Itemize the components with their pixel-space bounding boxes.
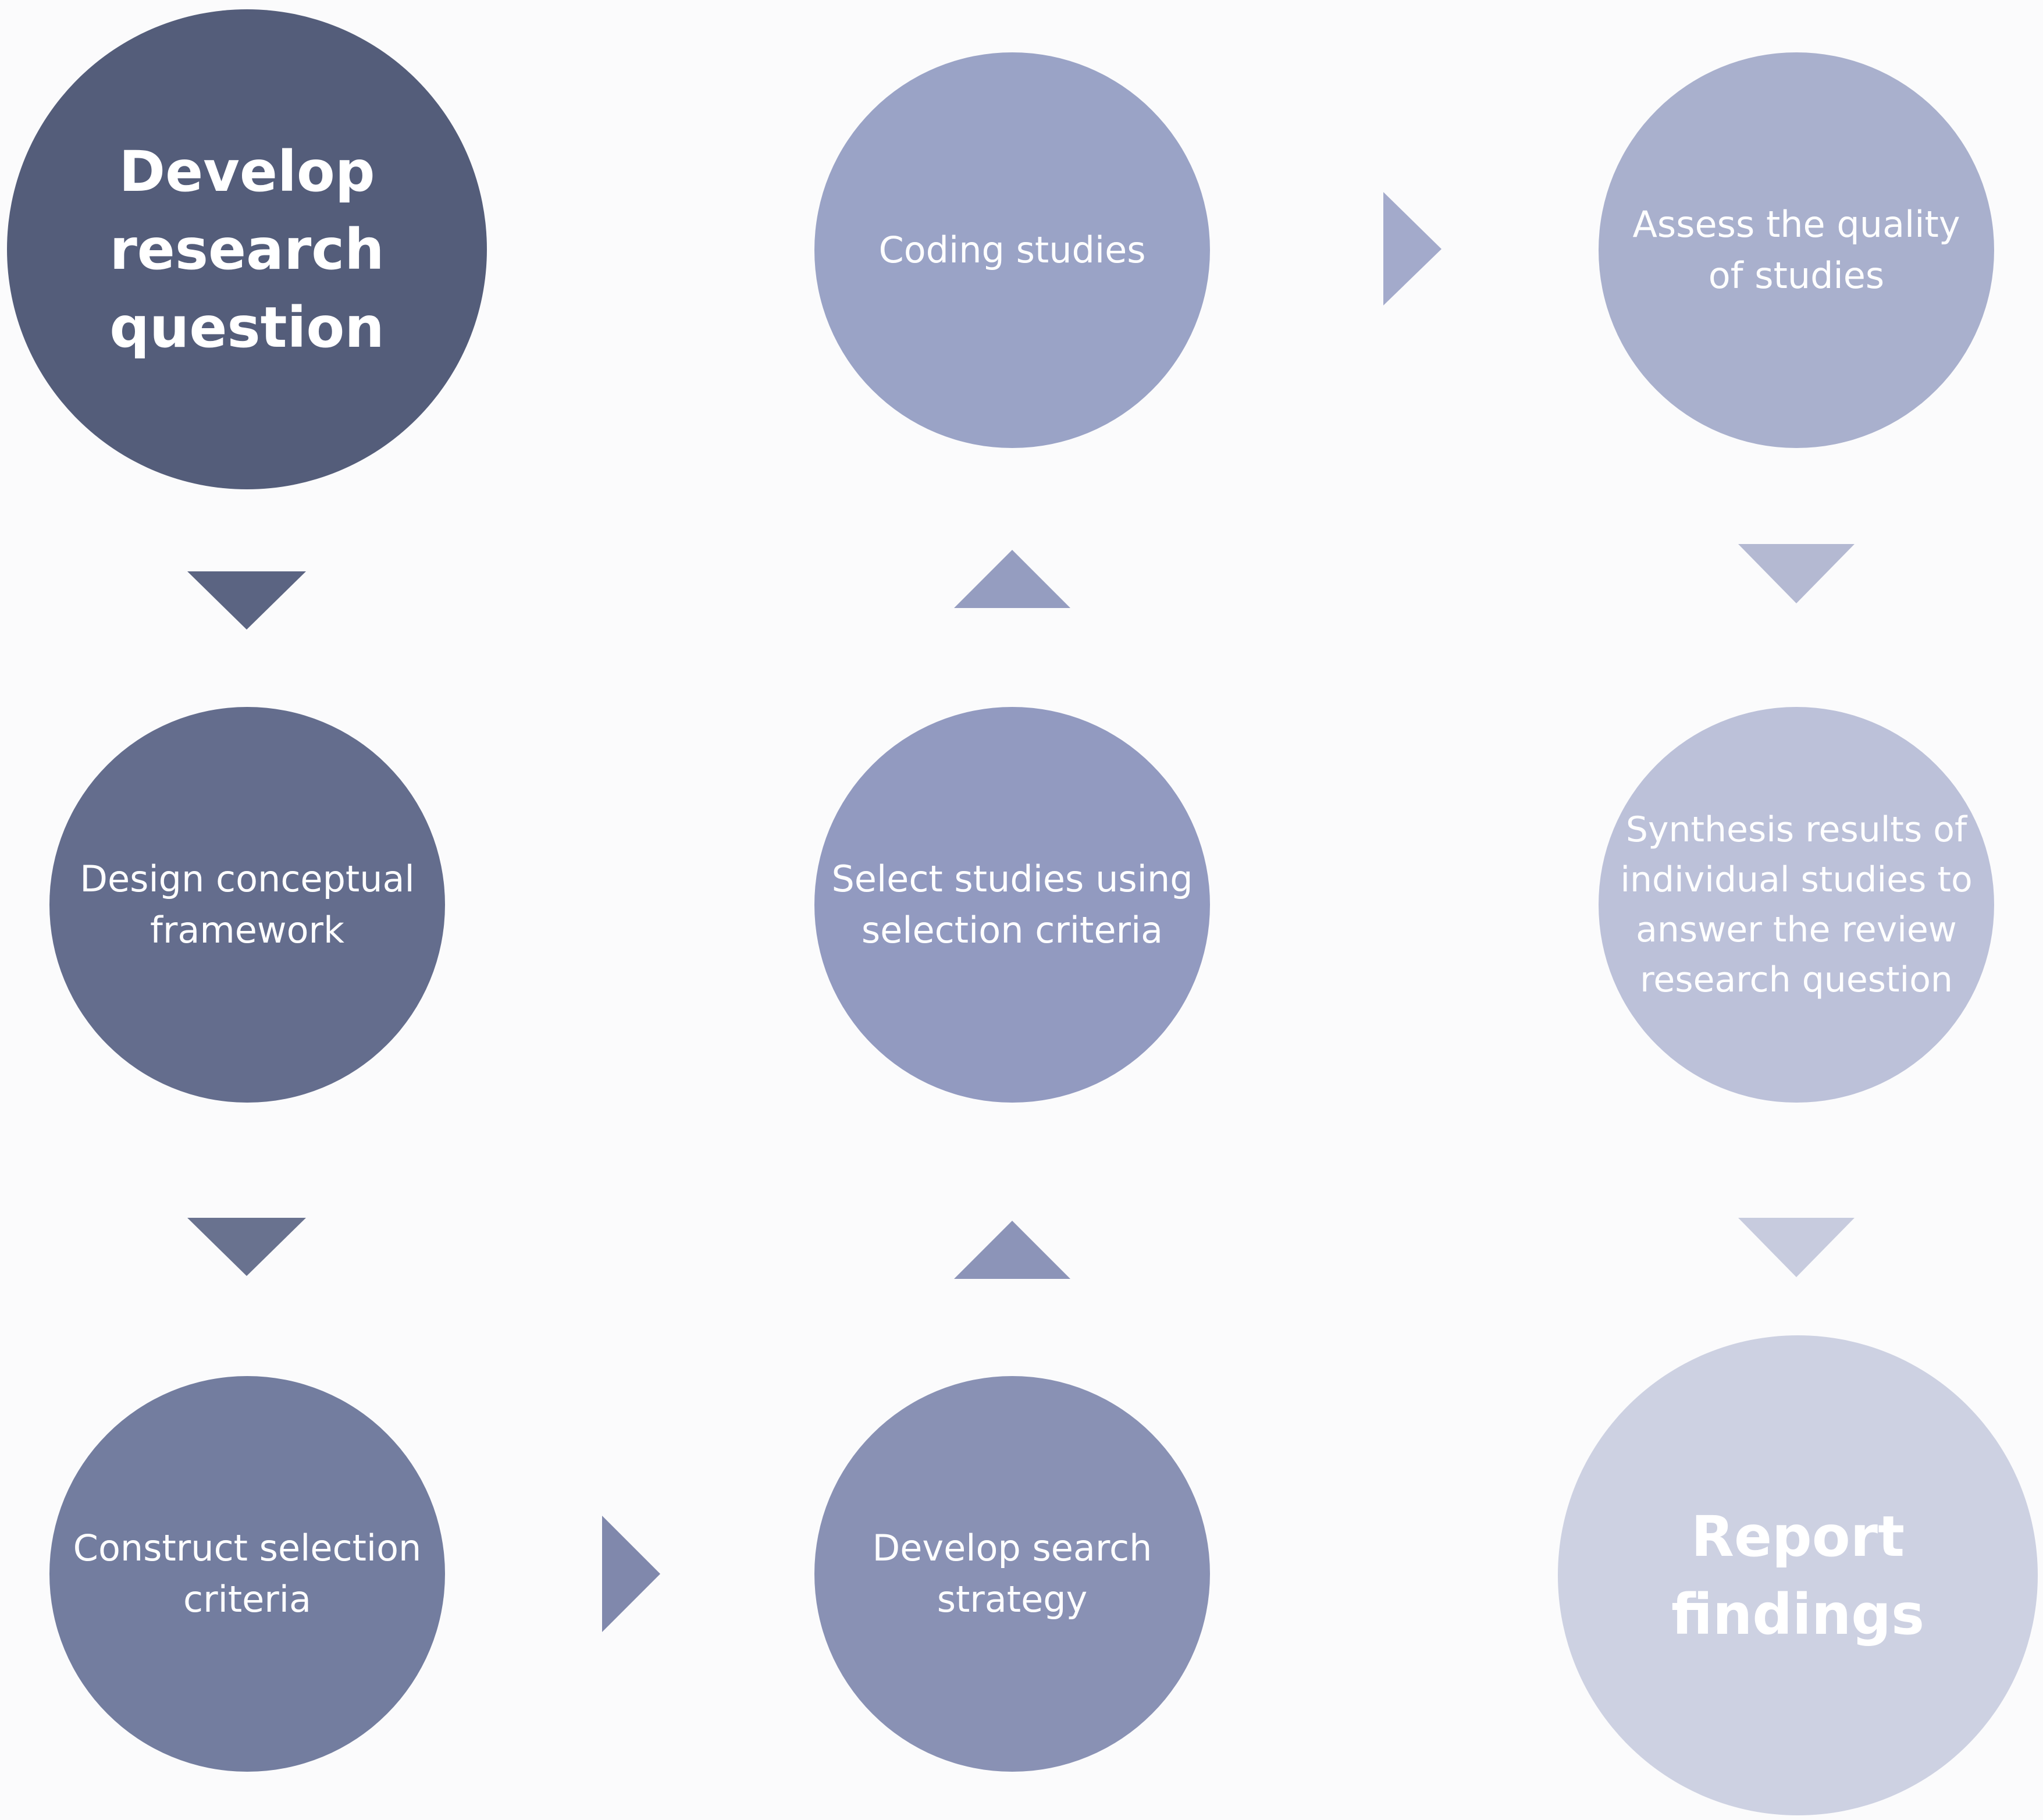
arrow-down-icon <box>1738 544 1855 603</box>
step-develop-research-question: Develop research question <box>7 9 487 489</box>
step-label: Synthesis results of individual studies … <box>1620 809 1973 1000</box>
step-construct-selection-criteria: Construct selection criteria <box>49 1376 445 1772</box>
step-select-studies: Select studies using selection criteria <box>814 707 1210 1103</box>
step-label: Report findings <box>1671 1503 1925 1647</box>
step-report-findings: Report findings <box>1558 1335 2038 1815</box>
step-coding-studies: Coding studies <box>814 52 1210 448</box>
arrow-down-icon <box>187 571 306 630</box>
step-develop-search-strategy: Develop search strategy <box>814 1376 1210 1772</box>
arrow-right-icon <box>1383 192 1442 305</box>
arrow-right-icon <box>602 1516 660 1632</box>
arrow-down-icon <box>1738 1218 1855 1277</box>
step-label: Assess the quality of studies <box>1632 203 1960 297</box>
step-label: Select studies using selection criteria <box>831 858 1193 951</box>
arrow-up-icon <box>954 550 1070 608</box>
arrow-up-icon <box>954 1221 1070 1279</box>
step-label: Develop search strategy <box>872 1527 1152 1620</box>
step-label: Coding studies <box>878 229 1146 271</box>
step-label: Develop research question <box>109 138 385 360</box>
step-design-conceptual-framework: Design conceptual framework <box>49 707 445 1103</box>
step-label: Design conceptual framework <box>80 858 415 951</box>
step-synthesis-results: Synthesis results of individual studies … <box>1599 707 1994 1103</box>
step-label: Construct selection criteria <box>73 1527 422 1620</box>
arrow-down-icon <box>187 1218 306 1276</box>
step-assess-quality: Assess the quality of studies <box>1599 52 1994 448</box>
